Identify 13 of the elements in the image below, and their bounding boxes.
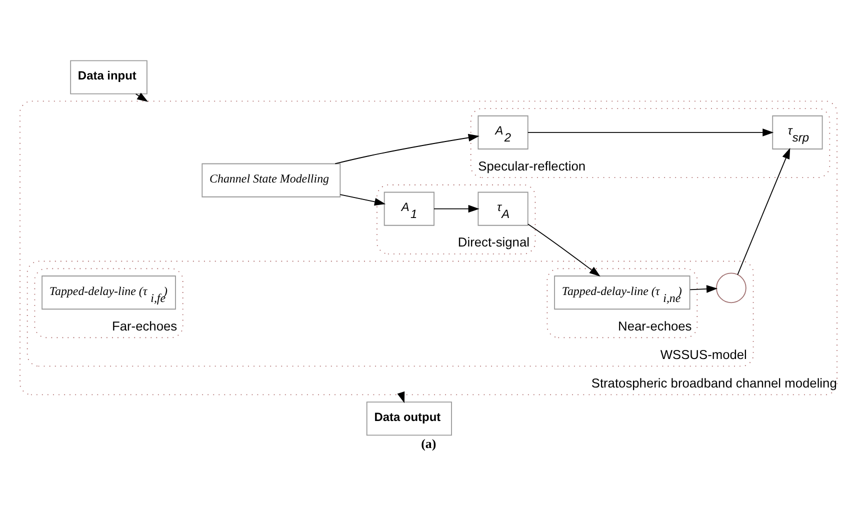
node-box: Channel State Modelling (202, 163, 341, 198)
arrow (527, 128, 774, 136)
node-circle (716, 272, 746, 304)
caption: (a) (421, 437, 436, 452)
node-box: Data input (70, 60, 148, 94)
arrow (528, 224, 600, 277)
arrow (340, 194, 386, 206)
arrow (434, 204, 480, 213)
node-box: Data output (366, 402, 452, 436)
arrow (737, 148, 790, 276)
arrow (135, 92, 148, 102)
arrow (690, 285, 718, 293)
arrow (334, 134, 480, 164)
